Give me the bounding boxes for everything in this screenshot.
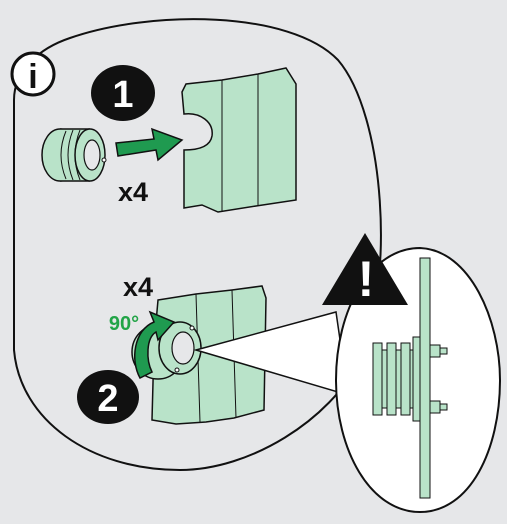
step2-number: 2 [97, 378, 118, 420]
warning-symbol: ! [358, 251, 375, 307]
step1-panel [181, 67, 297, 213]
step1-bushing [41, 128, 107, 182]
rotate-arrow [133, 310, 176, 379]
detail-bushing-section [372, 336, 448, 422]
rotation-label: 90° [109, 313, 139, 335]
warning-triangle-icon: ! [322, 233, 408, 307]
insert-arrow [115, 127, 184, 162]
step1-number: 1 [112, 74, 133, 116]
detail-view [334, 246, 502, 514]
step2-badge: 2 [77, 370, 139, 424]
step2-quantity: x4 [123, 272, 153, 302]
info-symbol: i [28, 58, 37, 96]
step1-quantity: x4 [118, 177, 148, 207]
step1-badge: 1 [91, 65, 155, 121]
info-icon: i [10, 51, 56, 97]
step2-panel [151, 285, 267, 425]
